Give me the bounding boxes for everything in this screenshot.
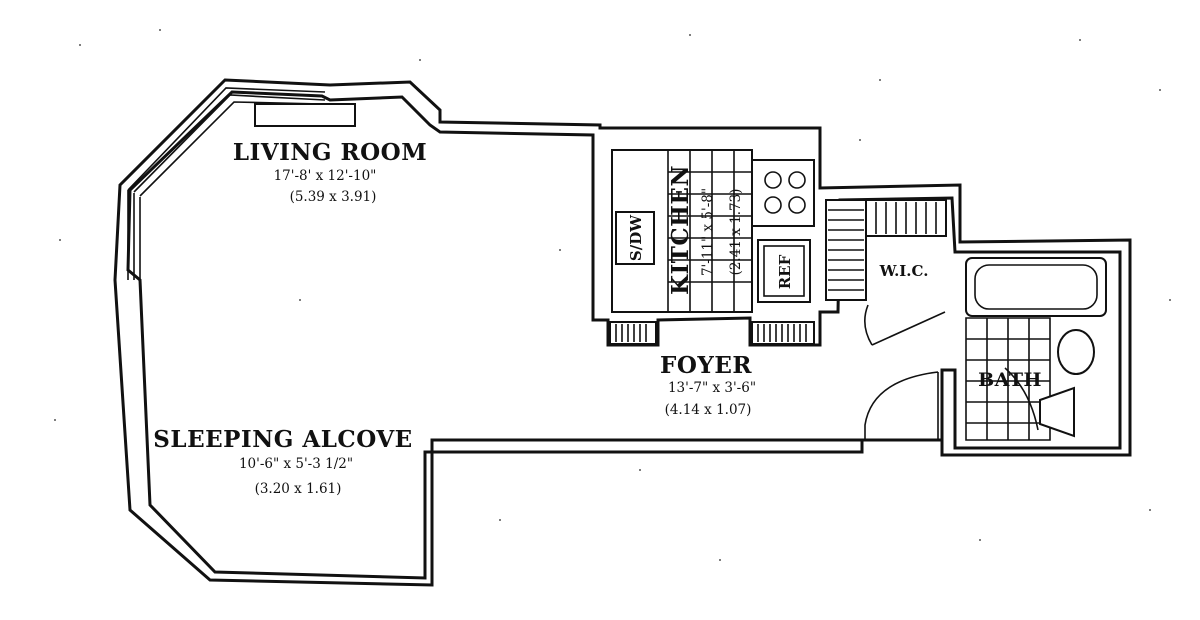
wic-door (864, 304, 946, 346)
window-bay (127, 87, 326, 280)
living-room-dim-imperial: 17'-8' x 12'-10" (274, 168, 377, 184)
paper-specks (54, 29, 1171, 561)
dishwasher-label: S/DW (627, 214, 645, 261)
wic-name: W.I.C. (879, 262, 929, 280)
refrigerator-label: REF (776, 254, 794, 289)
living-room-name: LIVING ROOM (233, 139, 427, 166)
closet-left (609, 321, 657, 345)
kitchen-dim-imperial: 7'-11" x 5'-8" (700, 188, 716, 276)
foyer-dim-imperial: 13'-7" x 3'-6" (668, 380, 756, 396)
kitchen-dim-metric: (2.41 x 1.73) (728, 189, 744, 276)
bath-name: BATH (978, 369, 1042, 391)
kitchen-name: KITCHEN (667, 165, 694, 295)
wic-shelving (825, 199, 947, 301)
kitchen-block (611, 149, 815, 313)
sleeping-alcove-name: SLEEPING ALCOVE (153, 426, 412, 453)
living-room-dim-metric: (5.39 x 3.91) (290, 189, 377, 205)
bath-fixtures (965, 257, 1107, 441)
sleeping-alcove-dim-metric: (3.20 x 1.61) (255, 481, 342, 497)
closet-right (751, 321, 815, 345)
foyer-dim-metric: (4.14 x 1.07) (665, 402, 752, 418)
outer-wall (113, 78, 1132, 587)
window-ledge (254, 103, 356, 127)
sleeping-alcove-dim-imperial: 10'-6" x 5'-3 1/2" (239, 456, 353, 472)
entry-door (864, 371, 939, 440)
foyer-name: FOYER (660, 352, 752, 379)
